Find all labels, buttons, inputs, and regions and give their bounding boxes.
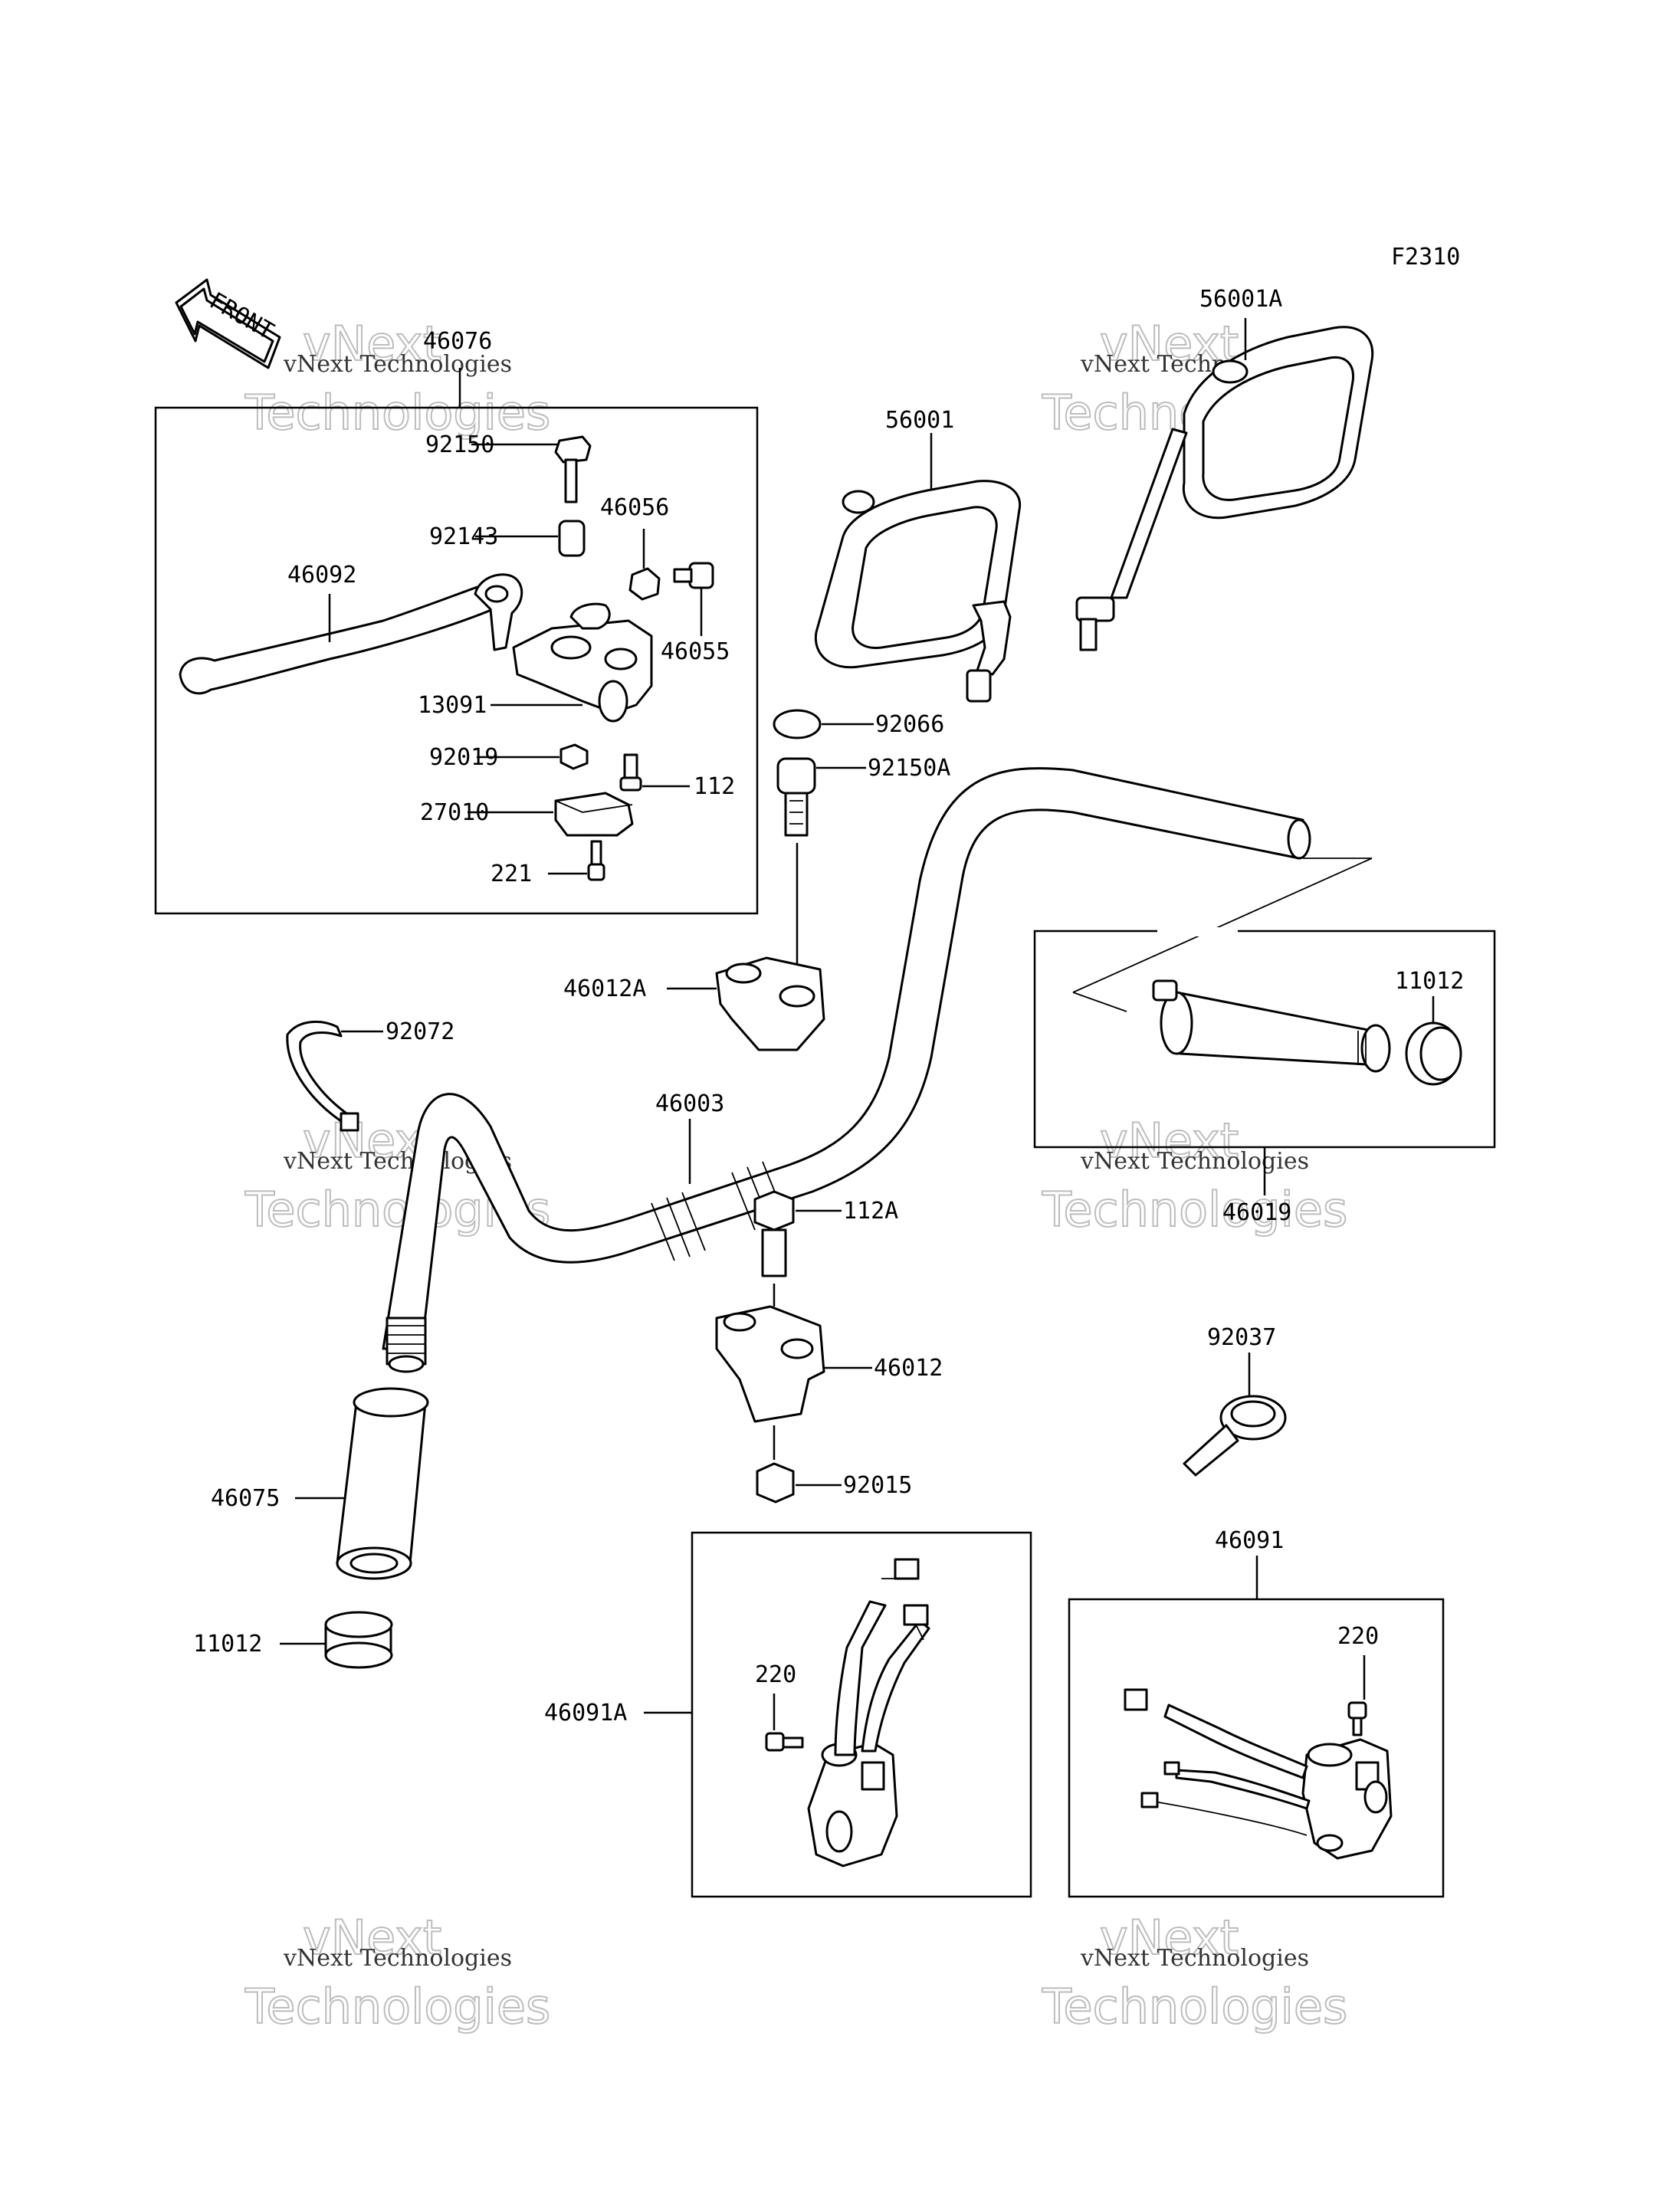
- svg-text:Technologies: Technologies: [244, 385, 550, 441]
- label-92037: 92037: [1207, 1324, 1276, 1351]
- svg-text:vNext: vNext: [303, 316, 441, 372]
- holder-46012: [715, 1305, 825, 1423]
- holder-46012A: [715, 956, 825, 1051]
- label-46019: 46019: [1222, 1199, 1291, 1226]
- switch-27010: [554, 792, 634, 837]
- svg-text:vNext Technologies: vNext Technologies: [1080, 1945, 1309, 1972]
- label-56001A: 56001A: [1199, 286, 1282, 313]
- holder-13091: [512, 602, 653, 723]
- label-11012-right: 11012: [1395, 968, 1464, 995]
- svg-text:vNext Technologies: vNext Technologies: [1080, 1148, 1309, 1175]
- label-92143: 92143: [429, 523, 498, 550]
- watermark-bottom-right: vNext Technologies vNext Technologies: [1041, 1909, 1348, 2035]
- label-46091A: 46091A: [544, 1700, 627, 1726]
- adjuster-46055: [673, 562, 714, 589]
- clutch-lever-assembly-box: [154, 406, 759, 915]
- watermark-top-left: vNext Technologies vNext Technologies: [244, 315, 551, 441]
- label-92019: 92019: [429, 744, 498, 771]
- label-220-left: 220: [755, 1661, 796, 1688]
- svg-text:Technologies: Technologies: [1042, 1979, 1347, 2035]
- label-11012-left: 11012: [193, 1631, 262, 1658]
- screw-221: [587, 840, 605, 881]
- diagram-code: F2310: [1391, 244, 1460, 271]
- throttle-grip-46019: [1152, 979, 1391, 1073]
- nut-92015: [756, 1462, 795, 1503]
- svg-text:vNext: vNext: [303, 1910, 441, 1966]
- watermark-mid-right: vNext Technologies vNext Technologies: [1041, 1112, 1348, 1238]
- svg-text:vNext Technologies: vNext Technologies: [283, 351, 512, 378]
- svg-text:Technologies: Technologies: [1042, 1182, 1347, 1238]
- bolt-112A: [753, 1190, 795, 1277]
- lever-46092: [179, 573, 523, 695]
- bolt-92150: [554, 435, 592, 503]
- svg-text:vNext: vNext: [1100, 316, 1239, 372]
- label-46012A: 46012A: [563, 976, 646, 1002]
- screw-112: [619, 753, 642, 792]
- svg-text:vNext Technologies: vNext Technologies: [283, 1945, 512, 1972]
- label-46092: 46092: [287, 562, 356, 589]
- bolt-92150A: [776, 757, 816, 837]
- label-46012: 46012: [874, 1355, 943, 1382]
- handlebar-46003: [382, 767, 1311, 1373]
- nut-92019: [559, 743, 589, 770]
- collar-92143: [558, 520, 586, 557]
- nut-46056: [628, 567, 661, 601]
- front-arrow-icon: FRONT: [175, 278, 281, 369]
- label-221: 221: [491, 861, 532, 887]
- left-switch-box: [691, 1531, 1032, 1898]
- right-switch-46091: [1124, 1688, 1393, 1860]
- left-switch-46091A: [765, 1558, 930, 1867]
- clamp-92037: [1183, 1395, 1287, 1477]
- label-92072: 92072: [386, 1018, 454, 1045]
- label-92066: 92066: [875, 711, 944, 738]
- band-92072: [286, 1020, 359, 1132]
- cap-92066: [773, 709, 822, 739]
- label-92150A: 92150A: [868, 755, 950, 782]
- label-46076: 46076: [423, 328, 492, 355]
- grip-46075: [336, 1387, 429, 1580]
- label-27010: 27010: [420, 799, 489, 826]
- label-46091: 46091: [1215, 1527, 1284, 1554]
- label-92150: 92150: [425, 431, 494, 458]
- label-46075: 46075: [211, 1485, 280, 1512]
- label-220-right: 220: [1337, 1623, 1379, 1650]
- label-112A: 112A: [843, 1198, 898, 1225]
- label-112: 112: [694, 773, 735, 800]
- mirror-56001: [814, 480, 1022, 703]
- mirror-56001A: [1075, 326, 1374, 651]
- end-cap-11012-right: [1405, 1021, 1462, 1086]
- label-46055: 46055: [661, 638, 730, 665]
- svg-text:Technologies: Technologies: [244, 1979, 550, 2035]
- end-cap-11012-left: [324, 1611, 393, 1669]
- label-92015: 92015: [843, 1472, 912, 1499]
- label-13091: 13091: [418, 692, 487, 719]
- label-46056: 46056: [600, 494, 669, 521]
- watermark-bottom-left: vNext Technologies vNext Technologies: [244, 1909, 551, 2035]
- label-46003: 46003: [655, 1090, 724, 1117]
- svg-text:vNext: vNext: [1100, 1910, 1239, 1966]
- label-56001: 56001: [885, 407, 954, 434]
- svg-text:vNext: vNext: [1100, 1113, 1239, 1169]
